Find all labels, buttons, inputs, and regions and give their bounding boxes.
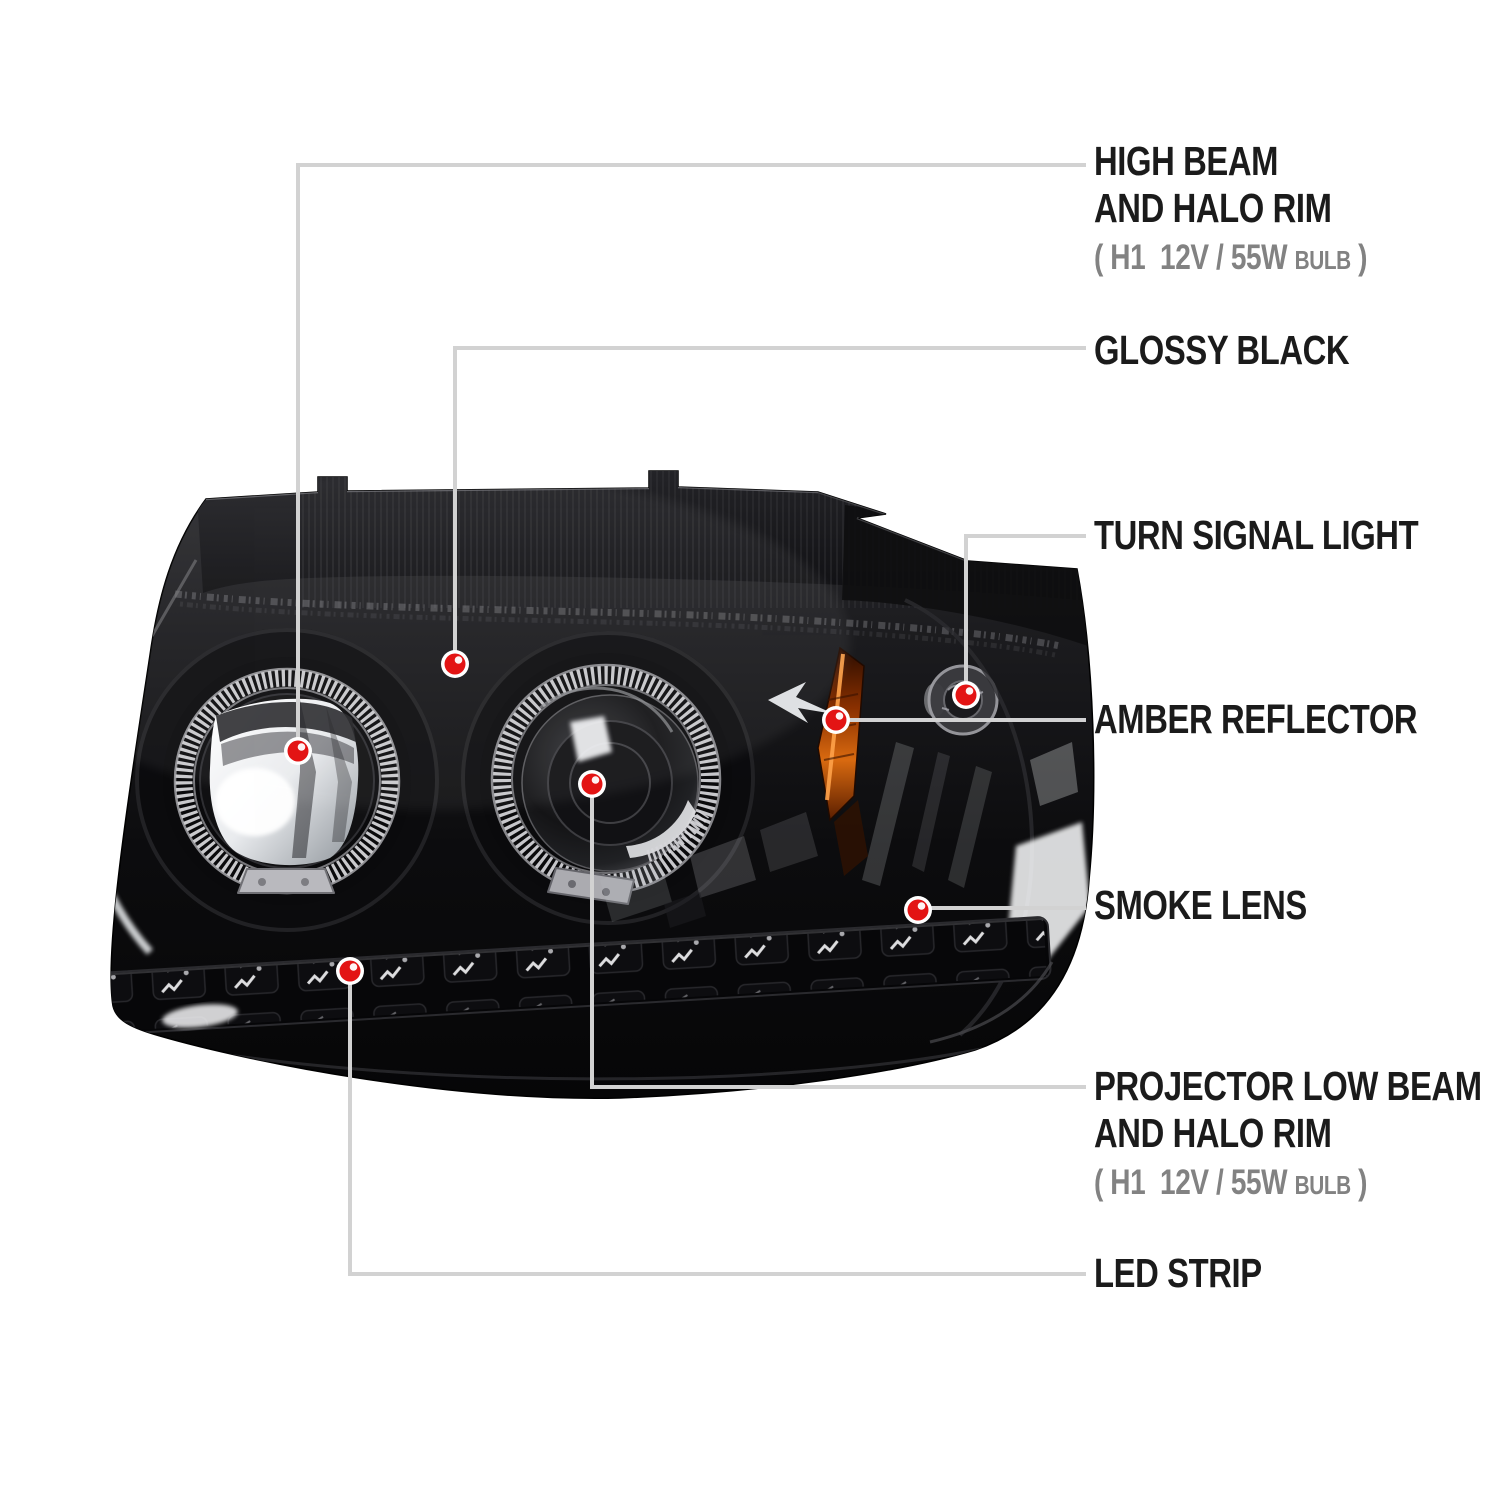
label-amber-reflector: AMBER REFLECTOR: [1094, 696, 1418, 742]
amber-reflector-shape: [817, 646, 868, 876]
leader-line-led-strip: [348, 972, 1086, 1276]
smoke-lens-reflections: [600, 598, 1090, 1037]
label-smoke-lens: SMOKE LENS: [1094, 882, 1307, 928]
label-projector-bulb: ( H1 12V / 55W BULB ): [1094, 1163, 1368, 1202]
marker-glossy-black: [441, 650, 469, 678]
marker-dots: [284, 650, 980, 985]
headlight-body: [110, 470, 1095, 1100]
left-edge-glint: [111, 850, 153, 955]
leader-lines: [296, 163, 1086, 1276]
label-high-beam-line1: HIGH BEAM: [1094, 138, 1279, 184]
marker-low-beam: [578, 770, 606, 798]
marker-led-strip: [336, 957, 364, 985]
leader-line-high-beam: [296, 163, 1086, 748]
led-strip-band: [111, 916, 1052, 1036]
leader-line-projector-low-beam: [590, 786, 1086, 1089]
label-glossy-black: GLOSSY BLACK: [1094, 327, 1350, 373]
label-high-beam-line2: AND HALO RIM: [1094, 185, 1332, 231]
label-high-beam: HIGH BEAM AND HALO RIM ( H1 12V / 55W BU…: [1094, 138, 1367, 284]
marker-turn-signal: [952, 681, 980, 709]
label-led-strip: LED STRIP: [1094, 1250, 1262, 1296]
marker-smoke-lens: [904, 896, 932, 924]
label-turn-signal: TURN SIGNAL LIGHT: [1094, 512, 1419, 558]
label-high-beam-bulb: ( H1 12V / 55W BULB ): [1094, 238, 1368, 277]
leader-line-glossy-black: [453, 346, 1086, 662]
marker-amber-reflector: [822, 706, 850, 734]
leader-line-turn-signal: [964, 534, 1086, 692]
marker-high-beam: [284, 737, 312, 765]
label-projector-line2: AND HALO RIM: [1094, 1110, 1332, 1156]
label-projector-line1: PROJECTOR LOW BEAM: [1094, 1063, 1482, 1109]
label-projector-low-beam: PROJECTOR LOW BEAM AND HALO RIM ( H1 12V…: [1094, 1063, 1482, 1209]
halo-clamp-left: [237, 868, 335, 894]
